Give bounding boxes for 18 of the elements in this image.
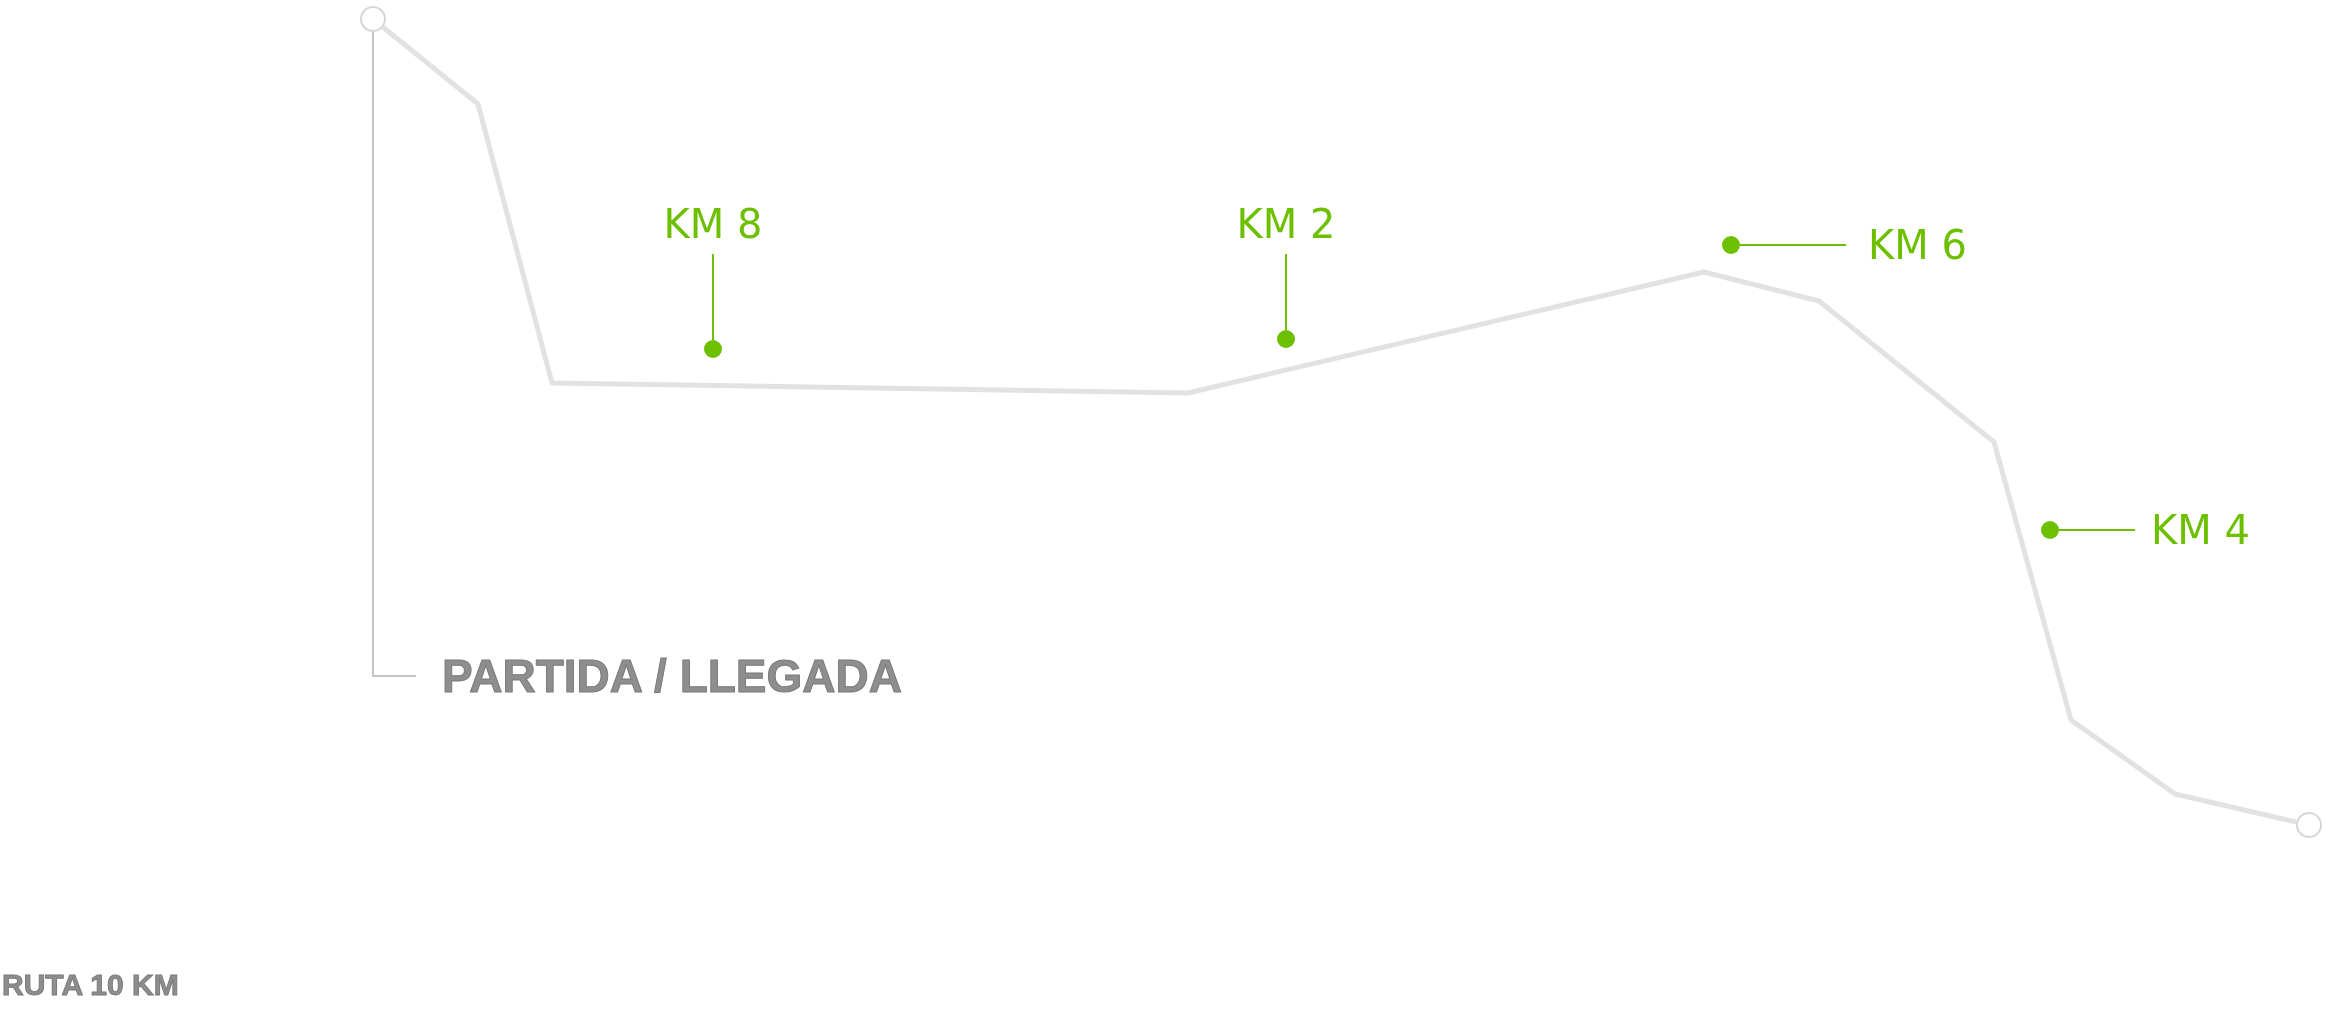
leader-line — [1739, 244, 1847, 246]
route-marker-dot — [1722, 236, 1740, 254]
leader-line — [2058, 529, 2136, 531]
route-line — [381, 25, 2297, 825]
kilometer-label: KM 2 — [1236, 200, 1336, 248]
route-marker-dot — [2041, 521, 2059, 539]
route-title: RUTA 10 KM — [2, 968, 179, 1001]
kilometer-label: KM 8 — [663, 200, 763, 248]
route-marker-dot — [1277, 330, 1295, 348]
kilometer-label: KM 6 — [1868, 221, 1967, 269]
leader-line — [1285, 253, 1287, 331]
leader-line — [712, 253, 714, 341]
route-end-circle — [360, 6, 386, 32]
route-marker-dot — [704, 340, 722, 358]
route-end-circle — [2296, 812, 2322, 838]
leader-line — [372, 31, 417, 677]
kilometer-label: KM 4 — [2151, 506, 2250, 554]
start-finish-label: PARTIDA / LLEGADA — [442, 650, 902, 702]
